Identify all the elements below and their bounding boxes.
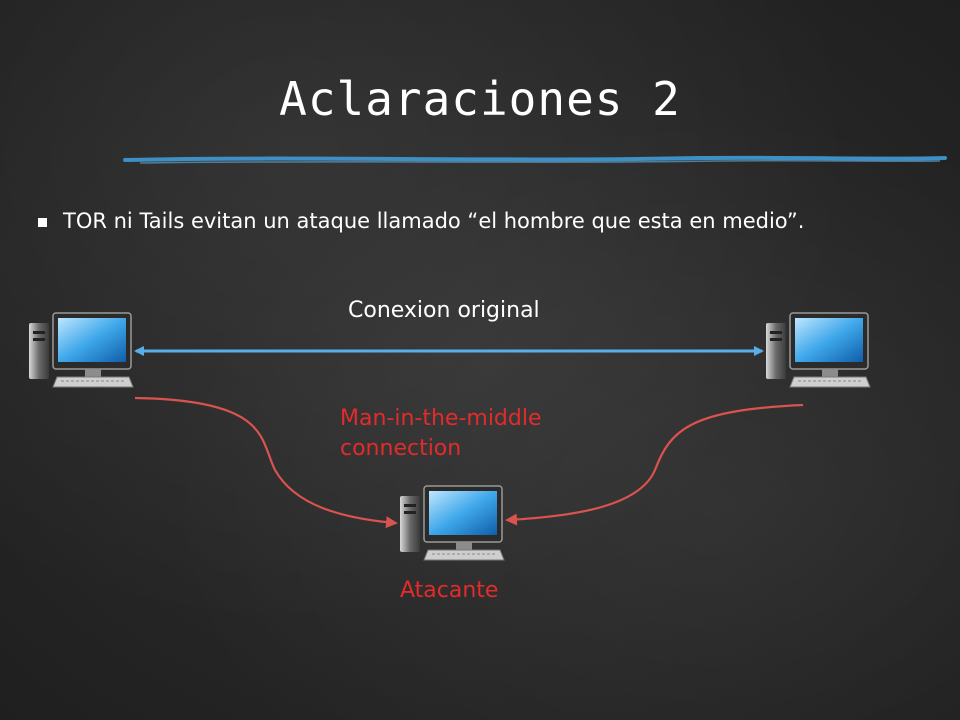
bullet-text: TOR ni Tails evitan un ataque llamado “e… — [63, 209, 805, 233]
computer-attacker-icon — [399, 485, 505, 561]
mitm-label-line1: Man-in-the-middle — [340, 406, 542, 431]
original-connection-label: Conexion original — [348, 298, 540, 323]
title-underline — [123, 155, 947, 162]
bullet-square-icon — [38, 218, 47, 227]
slide-title: Aclaraciones 2 — [279, 72, 681, 126]
mitm-label: Man-in-the-middle connection — [340, 404, 542, 464]
mitm-label-line2: connection — [340, 436, 462, 461]
computer-right-icon — [765, 312, 871, 388]
mitm-arrow-right — [505, 403, 804, 526]
attacker-label: Atacante — [400, 578, 499, 603]
mitm-arrow-left — [134, 396, 398, 529]
bullet-item: TOR ni Tails evitan un ataque llamado “e… — [38, 206, 898, 236]
computer-left-icon — [28, 312, 134, 388]
